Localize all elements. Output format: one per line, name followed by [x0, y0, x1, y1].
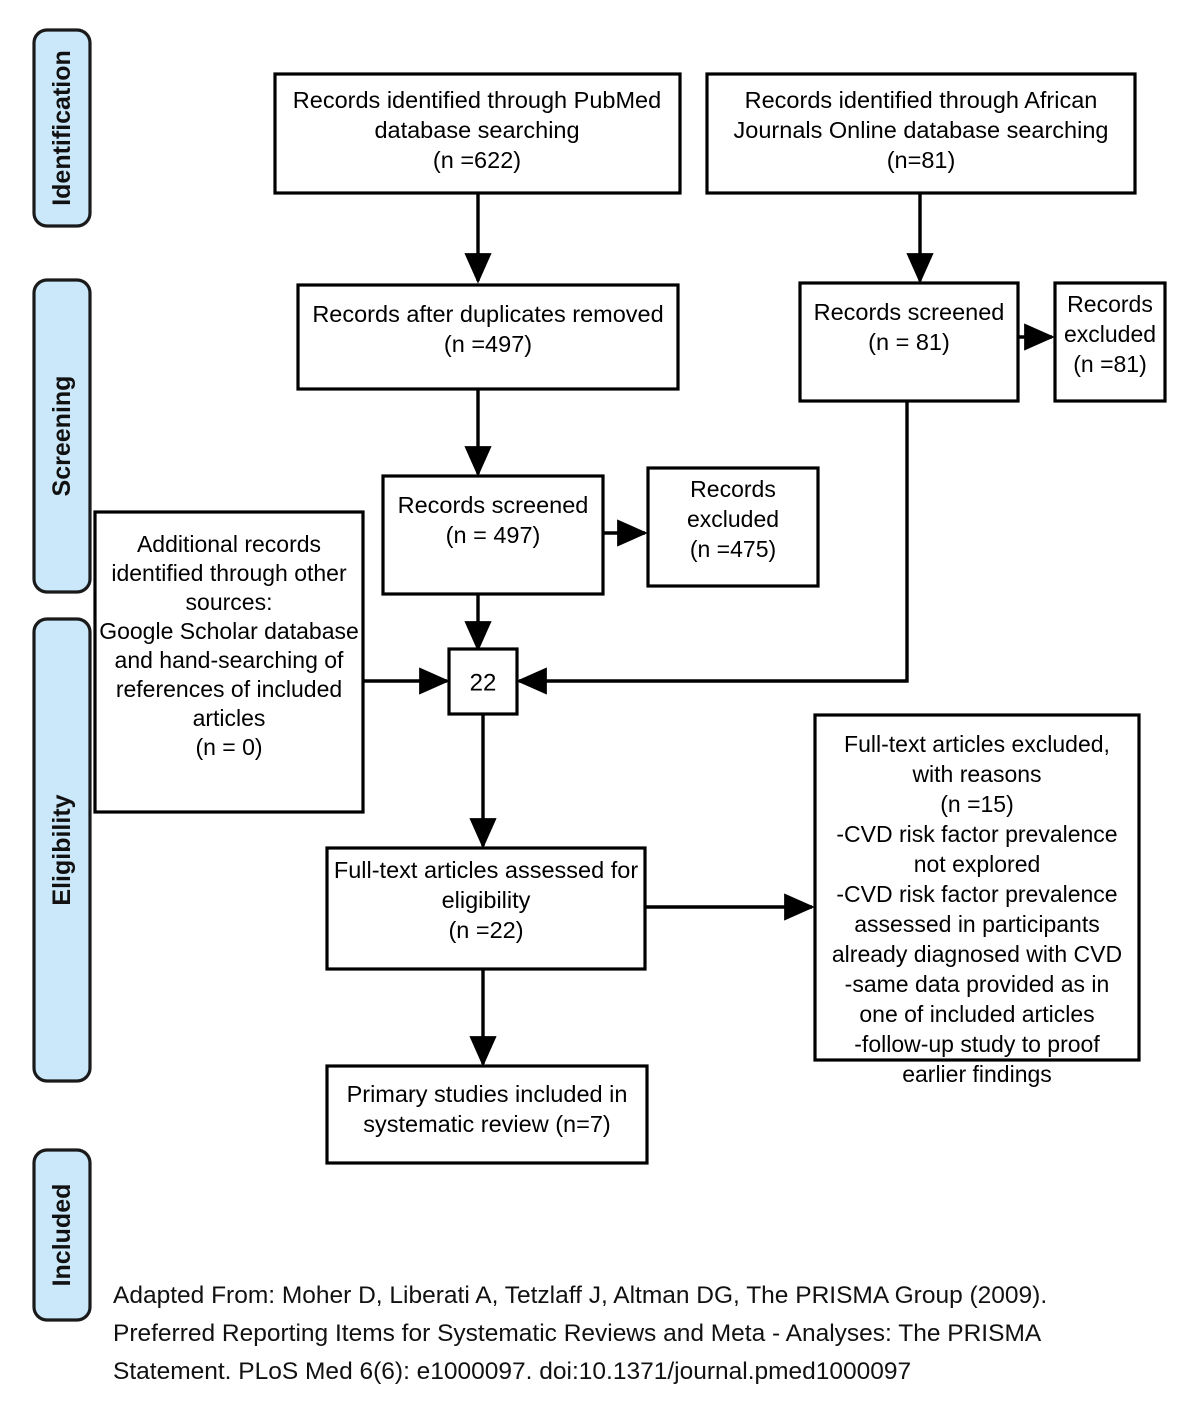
stage-pill-screening: Screening — [32, 278, 92, 594]
box-fulltext-excluded-line-11: -follow-up study to proof — [854, 1031, 1100, 1057]
box-records-screened-pubmed: Records screened (n = 497) — [381, 474, 605, 596]
box-fulltext-excluded-line-6: -CVD risk factor prevalence — [836, 881, 1117, 907]
box-records-pubmed-line-1: Records identified through PubMed — [293, 87, 661, 113]
box-additional-records-line-6: references of included — [116, 676, 342, 702]
stage-label-included: Included — [48, 1184, 76, 1287]
box-records-pubmed-line-2: database searching — [374, 117, 579, 143]
box-additional-records-line-5: and hand-searching of — [115, 647, 344, 673]
box-fulltext-assessed-line-2: eligibility — [442, 887, 531, 913]
caption-line-1: Adapted From: Moher D, Liberati A, Tetzl… — [113, 1282, 1047, 1309]
box-fulltext-excluded-line-4: -CVD risk factor prevalence — [836, 821, 1117, 847]
box-records-excluded-pubmed-shape — [646, 466, 820, 588]
caption: Adapted From: Moher D, Liberati A, Tetzl… — [113, 1282, 1047, 1385]
box-included-studies-line-1: Primary studies included in — [347, 1081, 628, 1107]
box-duplicates-removed-shape — [296, 283, 680, 391]
box-duplicates-removed-line-2: (n =497) — [444, 331, 532, 357]
box-fulltext-excluded: Full-text articles excluded, with reason… — [813, 713, 1141, 1087]
box-fulltext-excluded-line-5: not explored — [914, 851, 1041, 877]
box-fulltext-excluded-line-3: (n =15) — [940, 791, 1014, 817]
box-duplicates-removed: Records after duplicates removed (n =497… — [296, 283, 680, 391]
box-records-excluded-ajol-shape — [1053, 281, 1167, 403]
box-included-studies-shape — [325, 1064, 649, 1165]
stage-pill-eligibility-shape — [32, 617, 92, 1083]
box-records-excluded-ajol-line-1: Records — [1067, 291, 1153, 317]
box-fulltext-excluded-line-1: Full-text articles excluded, — [844, 731, 1110, 757]
stage-pill-included-shape — [32, 1148, 92, 1322]
stage-pill-identification-shape — [32, 28, 92, 228]
box-fulltext-excluded-line-9: -same data provided as in — [845, 971, 1110, 997]
box-fulltext-excluded-line-2: with reasons — [911, 761, 1041, 787]
box-additional-records-line-2: identified through other — [111, 560, 347, 586]
box-records-pubmed-line-3: (n =622) — [433, 147, 521, 173]
box-included-studies-line-2: systematic review (n=7) — [363, 1111, 610, 1137]
box-records-excluded-ajol: Records excluded (n =81) — [1053, 281, 1167, 403]
box-fulltext-assessed: Full-text articles assessed for eligibil… — [325, 846, 647, 971]
box-fulltext-assessed-line-3: (n =22) — [448, 917, 523, 943]
caption-line-2: Preferred Reporting Items for Systematic… — [113, 1320, 1042, 1347]
stage-label-screening: Screening — [48, 376, 76, 497]
box-additional-records-line-1: Additional records — [137, 531, 321, 557]
stage-pill-eligibility: Eligibility — [32, 617, 92, 1083]
box-records-excluded-pubmed: Records excluded (n =475) — [646, 466, 820, 588]
caption-line-3: Statement. PLoS Med 6(6): e1000097. doi:… — [113, 1358, 911, 1385]
stage-pill-included: Included — [32, 1148, 92, 1322]
box-additional-records-line-7: articles — [193, 705, 266, 731]
node-merge-count: 22 — [447, 647, 519, 716]
box-records-excluded-ajol-line-3: (n =81) — [1073, 351, 1147, 377]
box-included-studies: Primary studies included in systematic r… — [325, 1064, 649, 1165]
box-fulltext-excluded-line-8: already diagnosed with CVD — [832, 941, 1122, 967]
box-additional-records-line-4: Google Scholar database — [99, 618, 359, 644]
box-records-ajol: Records identified through African Journ… — [705, 72, 1137, 195]
box-records-ajol-line-1: Records identified through African — [745, 87, 1098, 113]
box-records-pubmed: Records identified through PubMed databa… — [273, 72, 682, 195]
box-additional-records: Additional records identified through ot… — [93, 510, 365, 814]
stage-label-eligibility: Eligibility — [48, 794, 76, 905]
box-fulltext-assessed-line-1: Full-text articles assessed for — [334, 857, 638, 883]
box-records-screened-pubmed-line-1: Records screened — [398, 492, 589, 518]
stage-pill-screening-shape — [32, 278, 92, 594]
box-additional-records-line-8: (n = 0) — [195, 734, 262, 760]
box-fulltext-excluded-line-10: one of included articles — [859, 1001, 1094, 1027]
box-records-screened-ajol-shape — [798, 281, 1020, 403]
box-records-ajol-line-2: Journals Online database searching — [734, 117, 1109, 143]
box-fulltext-excluded-shape — [813, 713, 1141, 1062]
node-merge-count-value: 22 — [470, 670, 497, 697]
box-records-excluded-ajol-line-2: excluded — [1064, 321, 1156, 347]
stage-pill-identification: Identification — [32, 28, 92, 228]
connector-screened81-to-merge — [516, 401, 909, 695]
box-records-screened-ajol-line-1: Records screened — [814, 299, 1005, 325]
box-records-screened-ajol: Records screened (n = 81) — [798, 281, 1020, 403]
box-records-excluded-pubmed-line-2: excluded — [687, 506, 779, 532]
box-records-excluded-pubmed-line-1: Records — [690, 476, 776, 502]
box-records-ajol-line-3: (n=81) — [887, 147, 956, 173]
box-additional-records-shape — [93, 510, 365, 814]
box-records-screened-ajol-line-2: (n = 81) — [868, 329, 950, 355]
node-merge-count-shape — [447, 647, 519, 716]
box-records-pubmed-shape — [273, 72, 682, 195]
box-fulltext-excluded-line-7: assessed in participants — [854, 911, 1099, 937]
box-records-screened-pubmed-line-2: (n = 497) — [446, 522, 541, 548]
box-records-excluded-pubmed-line-3: (n =475) — [690, 536, 776, 562]
box-fulltext-assessed-shape — [325, 846, 647, 971]
box-additional-records-line-3: sources: — [186, 589, 273, 615]
box-records-screened-pubmed-shape — [381, 474, 605, 596]
box-duplicates-removed-line-1: Records after duplicates removed — [312, 301, 663, 327]
box-records-ajol-shape — [705, 72, 1137, 195]
box-fulltext-excluded-line-12: earlier findings — [902, 1061, 1052, 1087]
stage-label-identification: Identification — [48, 50, 76, 206]
